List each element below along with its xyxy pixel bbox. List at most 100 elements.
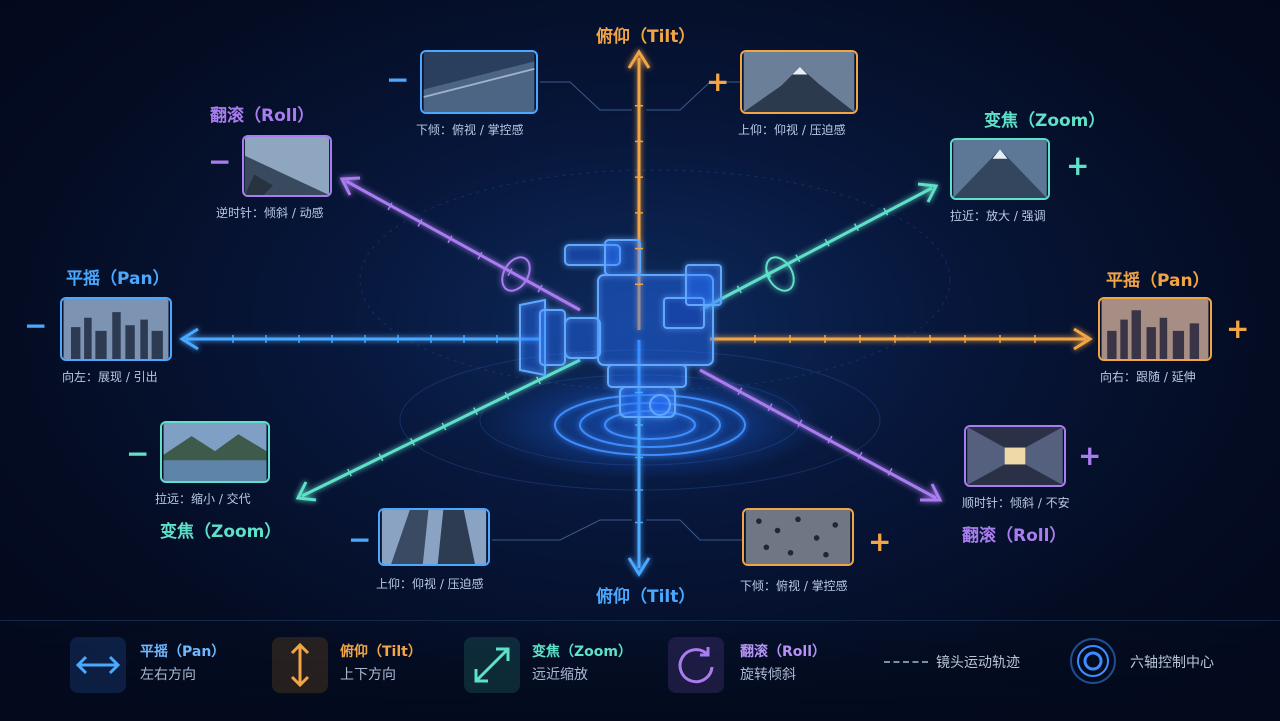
thumb-pan-left-minus [60,297,172,361]
axis-tick [797,419,803,428]
axis-title-zoom-bottom: 变焦（Zoom） [160,522,282,542]
sign-tilt-bottom-plus: + [868,525,892,558]
pan-right-arrowhead [1073,327,1093,351]
axis-tick [857,451,863,460]
axis-tick [827,435,833,444]
axis-tick [387,202,393,211]
legend-pan-title: 平摇（Pan） [140,644,226,660]
caption-zoom-top-plus: 拉近：放大 / 强调 [950,209,1046,223]
tilt-up-arrowhead [627,49,651,69]
pan-left-arrowhead [179,327,199,351]
horizontal-arrow-icon [70,637,126,693]
axis-title-tilt-top: 俯仰（Tilt） [596,27,696,47]
zoom-in-axis [699,186,933,312]
roll-ccw-axis [345,179,581,312]
vertical-arrow-icon [272,637,328,693]
legend-zoom-sub: 远近缩放 [532,667,588,683]
sign-tilt-top-plus: + [706,65,730,98]
axis-tick [537,284,543,293]
legend-center-label: 六轴控制中心 [1130,655,1214,671]
legend-tilt-sub: 上下方向 [340,667,396,683]
axis-tick [504,391,510,400]
tilted-city-icon [244,137,330,195]
tilt-down-arrowhead [627,557,651,577]
caption-pan-left-minus: 向左：展现 / 引出 [62,370,158,384]
connector-lines [492,81,744,541]
sign-pan-left-minus: − [24,309,48,342]
legend-zoom-title: 变焦（Zoom） [532,644,632,660]
axis-tick [736,285,742,294]
caption-tilt-bottom-plus: 下倾：俯视 / 掌控感 [740,579,848,593]
axis-tick [507,268,513,277]
axis-rings [501,256,795,292]
axis-title-pan-right: 平摇（Pan） [1106,271,1210,291]
thumb-pan-right-plus [1098,297,1212,361]
thumb-zoom-bottom-minus [160,421,270,483]
peak-icon [953,140,1047,198]
camera-axes-diagram [179,49,1093,577]
rotate-icon [668,637,724,693]
zoom-out-arrowhead [295,481,317,502]
road-icon [423,52,535,112]
axis-tick [473,407,478,416]
legend-roll-title: 翻滚（Roll） [740,644,826,660]
mountain-icon [743,52,855,112]
axis-tick [853,223,859,232]
caption-zoom-bottom-minus: 拉远：缩小 / 交代 [155,492,251,506]
axis-tick [477,251,483,260]
sign-tilt-top-minus: − [386,63,410,96]
axis-tick [766,269,772,278]
caption-tilt-top-plus: 上仰：仰视 / 压迫感 [738,123,846,137]
sign-tilt-bottom-minus: − [348,523,372,556]
caption-tilt-bottom-minus: 上仰：仰视 / 压迫感 [376,577,484,591]
ring-icon [1068,636,1118,686]
sign-zoom-top-plus: + [1066,149,1090,182]
axis-title-roll-top: 翻滚（Roll） [210,106,315,126]
thumb-zoom-top-plus [950,138,1050,200]
skyline-icon [63,299,169,359]
legend-roll-sub: 旋转倾斜 [740,667,796,683]
axis-title-tilt-bottom: 俯仰（Tilt） [596,587,696,607]
tunnel-icon [967,427,1063,485]
caption-pan-right-plus: 向右：跟随 / 延伸 [1100,370,1196,384]
axis-tick [737,387,743,396]
thumb-roll-bottom-plus [964,425,1066,487]
legend-bar: 平摇（Pan） 左右方向 俯仰（Tilt） 上下方向 变焦（Zoom） 远近缩放… [0,620,1280,721]
legend-tilt-title: 俯仰（Tilt） [340,644,422,660]
axis-tick [536,376,541,385]
sign-roll-bottom-plus: + [1078,439,1102,472]
thumb-tilt-bottom-minus [378,508,490,566]
diagonal-arrow-icon [464,637,520,693]
crowd-icon [745,510,851,564]
thumb-roll-top-minus [242,135,332,197]
axis-tick [795,254,801,263]
axis-title-zoom-top: 变焦（Zoom） [984,111,1106,131]
caption-roll-bottom-plus: 顺时针：倾斜 / 不安 [962,496,1070,510]
axis-tick [410,437,415,446]
axis-tick [347,468,352,477]
zoom-out-axis [301,358,581,498]
axis-tick [417,218,423,227]
thumb-tilt-top-minus [420,50,538,114]
dashed-line-icon [884,661,928,663]
legend-pan-sub: 左右方向 [140,667,196,683]
cinema-camera [519,239,722,418]
sign-roll-top-minus: − [208,145,232,178]
sign-zoom-bottom-minus: − [126,437,150,470]
lake-icon [163,423,267,481]
roll-ccw-arrowhead [339,176,361,196]
legend-track-label: 镜头运动轨迹 [936,655,1020,671]
skyline-icon [1101,299,1209,359]
towers-icon [381,510,487,564]
sign-pan-right-plus: + [1226,312,1250,345]
axis-tick [883,207,889,216]
axis-tick [887,467,893,476]
thumb-tilt-top-plus [740,50,858,114]
zoom-in-arrowhead [917,182,939,203]
axis-tick [378,453,384,462]
axis-tick [824,238,830,247]
axis-tick [441,422,447,431]
axis-tick [767,403,773,412]
roll-cw-arrowhead [920,483,943,502]
axis-tick [447,235,453,244]
